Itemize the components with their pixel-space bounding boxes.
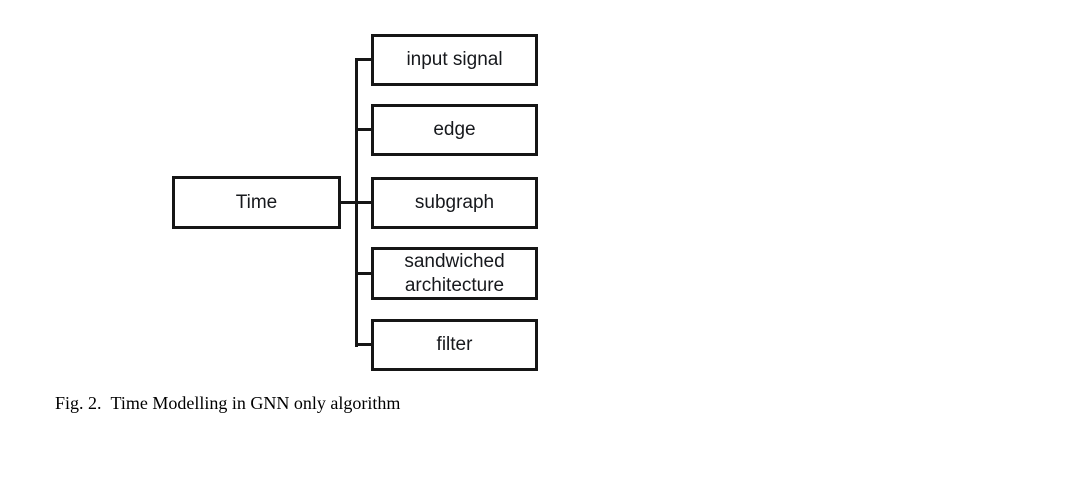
- figure-caption: Fig. 2. Time Modelling in GNN only algori…: [55, 390, 400, 416]
- connector-stub-input-signal: [355, 58, 371, 61]
- connector-stub-filter: [355, 343, 371, 346]
- connector-stub-sandwiched-architecture: [355, 272, 371, 275]
- node-sandwiched-architecture: sandwiched architecture: [371, 247, 538, 300]
- connector-stub-edge: [355, 128, 371, 131]
- node-subgraph: subgraph: [371, 177, 538, 229]
- connector-time-to-subgraph: [340, 201, 372, 204]
- node-time: Time: [172, 176, 341, 229]
- figure-caption-number: Fig. 2.: [55, 393, 102, 413]
- node-filter: filter: [371, 319, 538, 371]
- figure-caption-text: Time Modelling in GNN only algorithm: [110, 393, 401, 413]
- node-input-signal: input signal: [371, 34, 538, 86]
- node-edge: edge: [371, 104, 538, 156]
